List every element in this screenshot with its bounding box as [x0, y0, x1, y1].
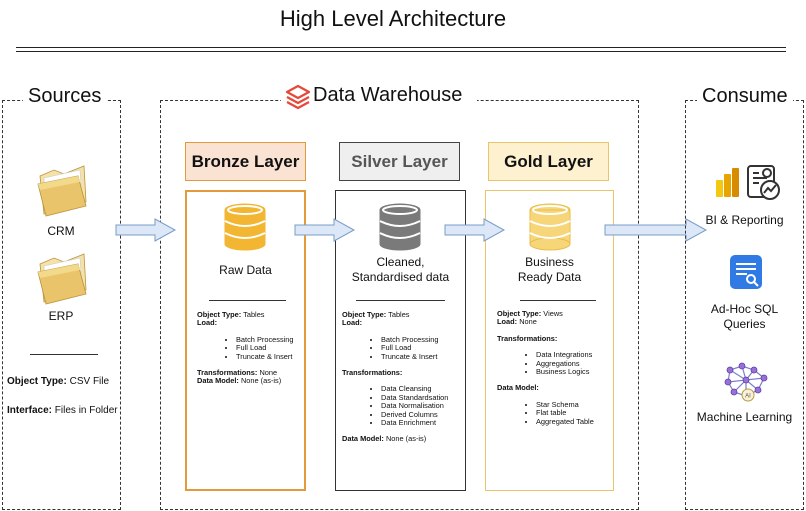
- adhoc-sql-label-line1: Ad-Hoc SQL: [710, 302, 779, 316]
- list-item: Data Normalisation: [381, 401, 466, 410]
- machine-learning-label: Machine Learning: [696, 410, 793, 424]
- folder-icon: [34, 162, 90, 218]
- list-item: Data Cleansing: [381, 385, 466, 394]
- silver-label-line2: Standardised data: [351, 270, 450, 284]
- sources-object-type-value: CSV File: [69, 376, 110, 387]
- bronze-object-type-value: Tables: [243, 310, 265, 319]
- gold-load-value: None: [519, 317, 537, 327]
- consume-title: Consume: [697, 84, 793, 108]
- silver-transformations-label: Transformations:: [342, 368, 403, 378]
- silver-data-model-value: None (as-is): [385, 434, 427, 444]
- warehouse-title: Data Warehouse: [313, 83, 463, 107]
- database-icon: [527, 203, 573, 253]
- list-item: Batch Processing: [381, 335, 466, 344]
- folder-icon: [34, 250, 90, 306]
- gold-transformations-list: Data Integrations Aggregations Business …: [497, 350, 613, 376]
- bronze-layer-header: Bronze Layer: [185, 142, 306, 181]
- gold-object-type-label: Object Type:: [497, 309, 542, 318]
- bronze-load-label: Load:: [197, 318, 218, 328]
- silver-layer-label: Cleaned, Standardised data: [336, 255, 465, 285]
- list-item: Business Logics: [536, 367, 613, 376]
- list-item: Derived Columns: [381, 410, 466, 419]
- bronze-layer-box: Raw Data Object Type: Tables Load: Batch…: [185, 190, 306, 491]
- adhoc-sql-label-line2: Queries: [723, 317, 766, 331]
- bronze-separator: [209, 300, 286, 301]
- arrow-bronze-to-silver: [294, 218, 356, 242]
- machine-learning-icon: AI: [724, 362, 768, 402]
- sources-object-type-label: Object Type:: [7, 376, 67, 387]
- arrow-gold-to-consume: [604, 218, 708, 242]
- sources-interface-value: Files in Folder: [54, 405, 118, 416]
- gold-separator: [520, 300, 596, 301]
- arrow-sources-to-bronze: [115, 218, 177, 242]
- silver-object-type-value: Tables: [388, 310, 410, 319]
- gold-load-label: Load:: [497, 317, 518, 327]
- list-item: Flat table: [536, 408, 613, 417]
- power-bi-icon: [714, 166, 742, 198]
- bronze-load-list: Batch Processing Full Load Truncate & In…: [197, 335, 305, 361]
- list-item: Truncate & Insert: [236, 352, 305, 361]
- gold-details: Object Type: Views Load: None Transforma…: [497, 309, 613, 426]
- gold-data-model-list: Star Schema Flat table Aggregated Table: [497, 400, 613, 426]
- arrow-silver-to-gold: [444, 218, 506, 242]
- bronze-details: Object Type: Tables Load: Batch Processi…: [197, 310, 305, 386]
- gold-layer-label: Business Ready Data: [486, 255, 613, 285]
- sources-interface: Interface: Files in Folder: [7, 405, 118, 416]
- bronze-data-model-label: Data Model:: [197, 376, 239, 386]
- page-title: High Level Architecture: [279, 6, 507, 31]
- source-item-crm: CRM: [47, 224, 75, 238]
- bronze-object-type-label: Object Type:: [197, 310, 242, 319]
- adhoc-sql-label: Ad-Hoc SQL Queries: [686, 302, 803, 332]
- list-item: Data Enrichment: [381, 418, 466, 427]
- source-item-erp: ERP: [48, 309, 74, 323]
- database-icon: [377, 203, 423, 253]
- silver-details: Object Type: Tables Load: Batch Processi…: [342, 310, 466, 444]
- gold-layer-box: Business Ready Data Object Type: Views L…: [485, 190, 614, 491]
- silver-object-type-label: Object Type:: [342, 310, 387, 319]
- silver-separator: [356, 300, 445, 301]
- list-item: Aggregations: [536, 359, 613, 368]
- sources-separator: [30, 354, 98, 355]
- silver-load-list: Batch Processing Full Load Truncate & In…: [342, 335, 466, 361]
- silver-label-line1: Cleaned,: [376, 255, 425, 269]
- list-item: Full Load: [236, 343, 305, 352]
- bi-reporting-label: BI & Reporting: [705, 213, 784, 227]
- silver-layer-header: Silver Layer: [339, 142, 460, 181]
- gold-label-line1: Business: [525, 255, 574, 269]
- silver-layer-box: Cleaned, Standardised data Object Type: …: [335, 190, 466, 491]
- database-icon: [222, 203, 268, 253]
- bronze-transformations-value: None: [259, 368, 278, 378]
- bronze-layer-label: Raw Data: [219, 263, 272, 277]
- bronze-data-model-value: None (as-is): [240, 376, 282, 386]
- gold-data-model-label: Data Model:: [497, 383, 539, 393]
- report-icon: [745, 164, 781, 200]
- gold-label-line2: Ready Data: [517, 270, 582, 284]
- title-divider-top: [16, 47, 786, 48]
- gold-layer-header: Gold Layer: [488, 142, 609, 181]
- silver-data-model-label: Data Model:: [342, 434, 384, 444]
- sources-object-type: Object Type: CSV File: [7, 376, 109, 387]
- list-item: Aggregated Table: [536, 417, 613, 426]
- list-item: Full Load: [381, 343, 466, 352]
- ai-badge: AI: [745, 394, 751, 400]
- silver-transformations-list: Data Cleansing Data Standardsation Data …: [342, 385, 466, 427]
- gold-transformations-label: Transformations:: [497, 333, 558, 343]
- list-item: Truncate & Insert: [381, 352, 466, 361]
- title-divider-bottom: [16, 51, 786, 52]
- gold-object-type-value: Views: [543, 309, 563, 318]
- list-item: Batch Processing: [236, 335, 305, 344]
- sources-interface-label: Interface:: [7, 405, 53, 416]
- list-item: Data Integrations: [536, 350, 613, 359]
- list-item: Star Schema: [536, 400, 613, 409]
- bronze-transformations-label: Transformations:: [197, 368, 258, 378]
- warehouse-title-group: Data Warehouse: [281, 82, 477, 110]
- sources-title: Sources: [23, 84, 107, 108]
- list-item: Data Standardsation: [381, 393, 466, 402]
- silver-load-label: Load:: [342, 318, 363, 328]
- sql-query-icon: [729, 254, 763, 290]
- databricks-icon: [285, 84, 311, 110]
